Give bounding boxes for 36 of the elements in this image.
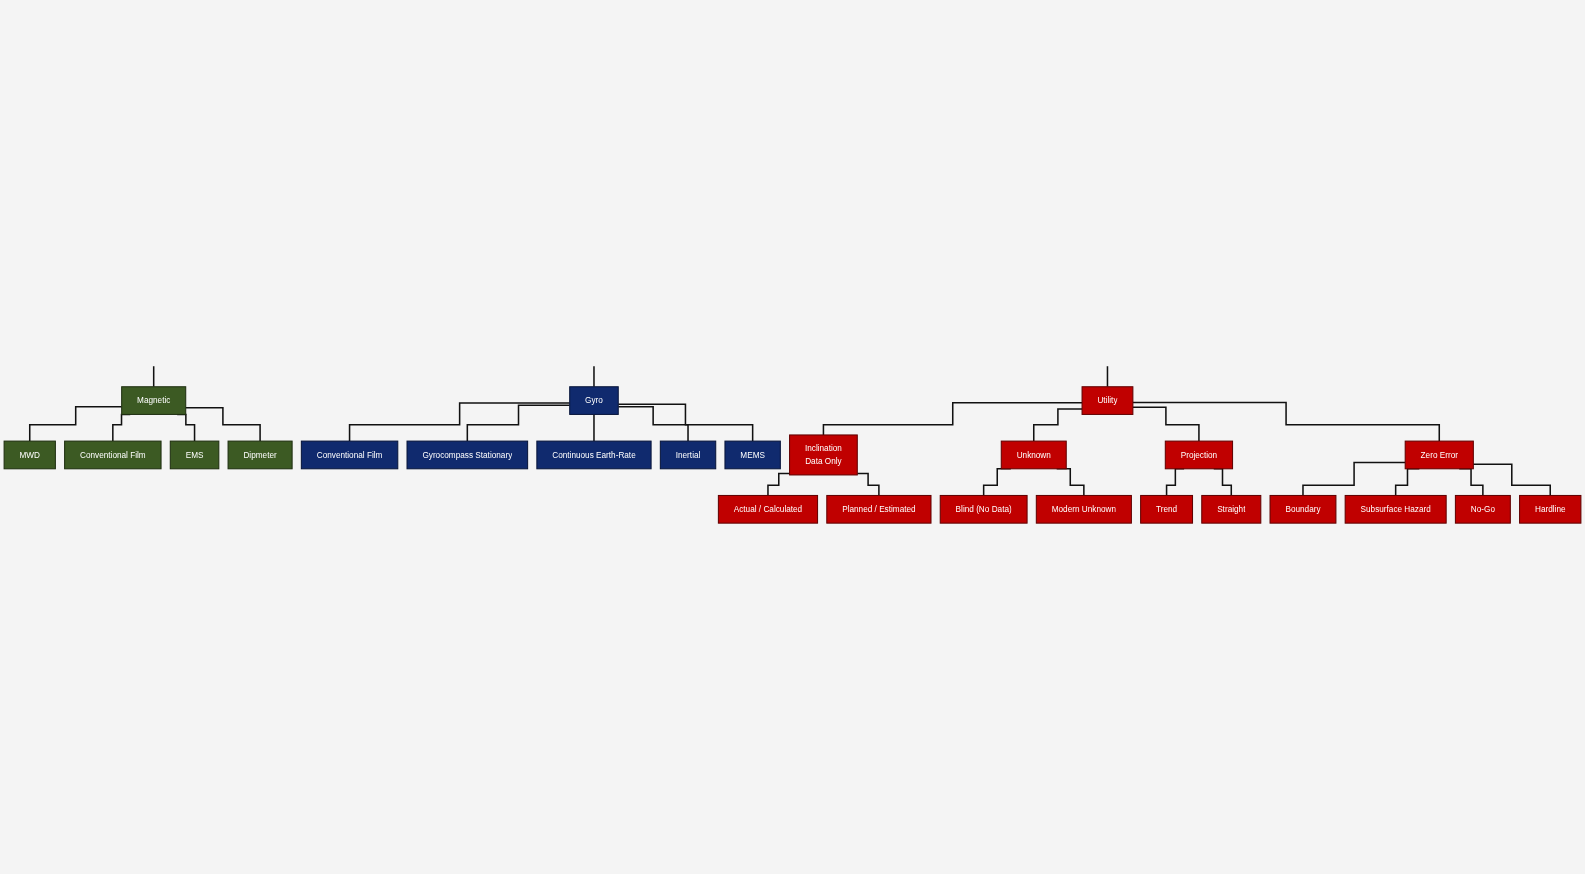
node-box: Modern Unknown [1035, 494, 1132, 524]
node-box: Straight [1201, 494, 1262, 524]
connector [593, 413, 595, 442]
node-box: Projection [1164, 440, 1234, 470]
node-box: Actual / Calculated [717, 494, 819, 524]
node-box: Blind (No Data) [939, 494, 1028, 524]
node-box: Inertial [659, 440, 717, 470]
connector [1106, 365, 1109, 388]
node-box: Gyrocompass Stationary [406, 440, 529, 470]
node-box: Conventional Film [64, 440, 162, 470]
node-box: Zero Error [1404, 440, 1474, 470]
node-box: Boundary [1269, 494, 1337, 524]
connector [1033, 408, 1083, 442]
node-box: Unknown [1000, 440, 1067, 470]
node-box: Subsurface Hazard [1344, 494, 1447, 524]
node-box: Trend [1140, 494, 1194, 524]
node-box: EMS [169, 440, 220, 470]
connector [1132, 401, 1441, 442]
node-box: Utility [1081, 386, 1134, 415]
node-box: Conventional Film [300, 440, 399, 470]
node-box: Dipmeter [227, 440, 293, 470]
node-box: MEMS [724, 440, 781, 470]
connector [1302, 461, 1406, 497]
node-box: Magnetic [121, 386, 187, 415]
connector [822, 402, 1083, 436]
node-box: Planned / Estimated [826, 494, 932, 524]
connector [1132, 406, 1200, 442]
node-box: Inclination Data Only [789, 434, 858, 476]
node-box: Hardline [1519, 494, 1582, 524]
node-box: No-Go [1454, 494, 1511, 524]
node-box: Gyro [569, 386, 619, 415]
node-box: Continuous Earth-Rate [536, 440, 652, 470]
connector [152, 365, 155, 388]
connector [767, 472, 791, 497]
node-box: MWD [3, 440, 56, 470]
connector [593, 365, 595, 388]
